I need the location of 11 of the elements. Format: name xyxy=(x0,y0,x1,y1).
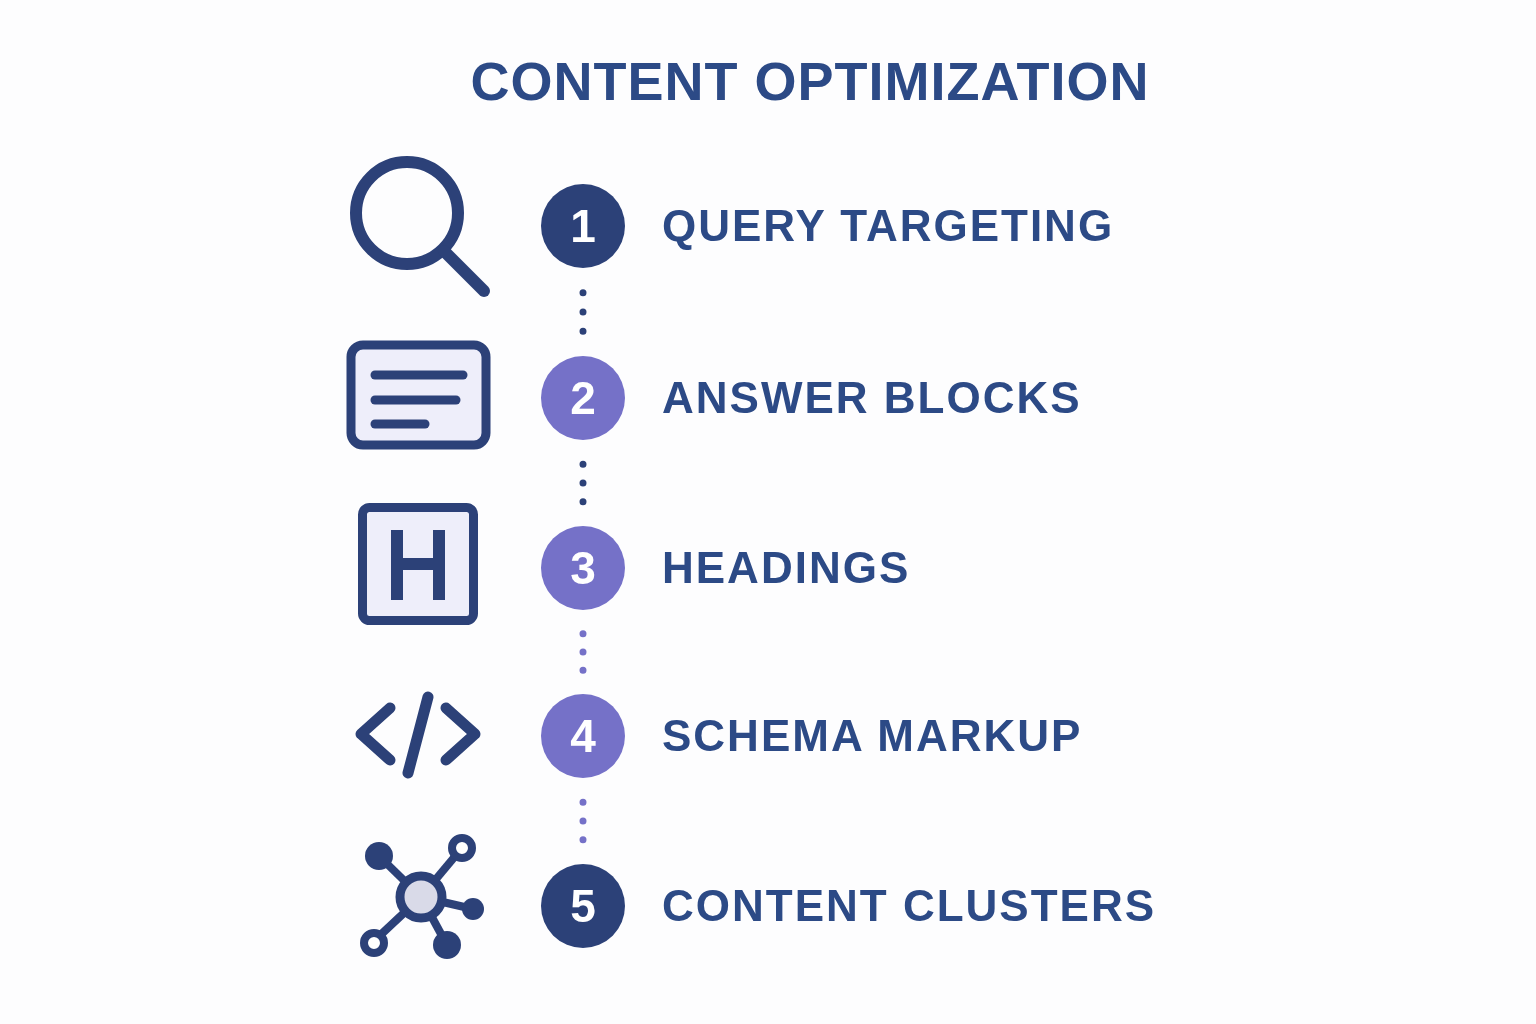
step-label: ANSWER BLOCKS xyxy=(662,373,1082,423)
step-label: CONTENT CLUSTERS xyxy=(662,881,1156,931)
step-label: SCHEMA MARKUP xyxy=(662,711,1083,761)
step-number: 1 xyxy=(570,203,596,249)
step-number: 4 xyxy=(570,713,596,759)
step-number: 2 xyxy=(570,375,596,421)
step-number: 5 xyxy=(570,883,596,929)
step-label: QUERY TARGETING xyxy=(662,201,1115,251)
step-number: 3 xyxy=(570,545,596,591)
step-label: HEADINGS xyxy=(662,543,911,593)
diagram-title: CONTENT OPTIMIZATION xyxy=(470,52,1150,112)
